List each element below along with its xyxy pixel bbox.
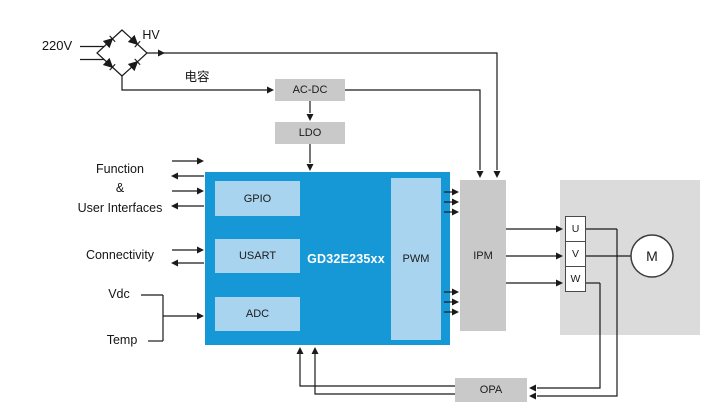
ipm-block: IPM xyxy=(460,180,506,331)
phase-w-terminal: W xyxy=(565,266,586,292)
usart-block: USART xyxy=(215,239,300,273)
opa-block: OPA xyxy=(455,378,527,402)
acdc-block: AC-DC xyxy=(275,79,345,101)
mcu-part-number: GD32E235xx xyxy=(307,251,385,266)
mains-voltage-label: 220V xyxy=(41,38,73,53)
temp-label: Temp xyxy=(106,333,138,347)
ldo-block: LDO xyxy=(275,122,345,144)
phase-terminals: U V W xyxy=(565,216,586,292)
pwm-block: PWM xyxy=(391,178,441,340)
hv-label: HV xyxy=(142,28,160,42)
vdc-label: Vdc xyxy=(108,287,130,301)
connectivity-label: Connectivity xyxy=(85,248,155,262)
capacitor-label: 电容 xyxy=(184,70,210,84)
adc-block: ADC xyxy=(215,297,300,331)
function-label: Function xyxy=(96,162,144,176)
gpio-block: GPIO xyxy=(215,181,300,216)
phase-v-terminal: V xyxy=(565,241,586,267)
ampersand-label: & xyxy=(115,181,125,195)
phase-u-terminal: U xyxy=(565,216,586,242)
bridge-diodes-icon xyxy=(102,34,141,72)
user-interfaces-label: User Interfaces xyxy=(77,201,163,215)
